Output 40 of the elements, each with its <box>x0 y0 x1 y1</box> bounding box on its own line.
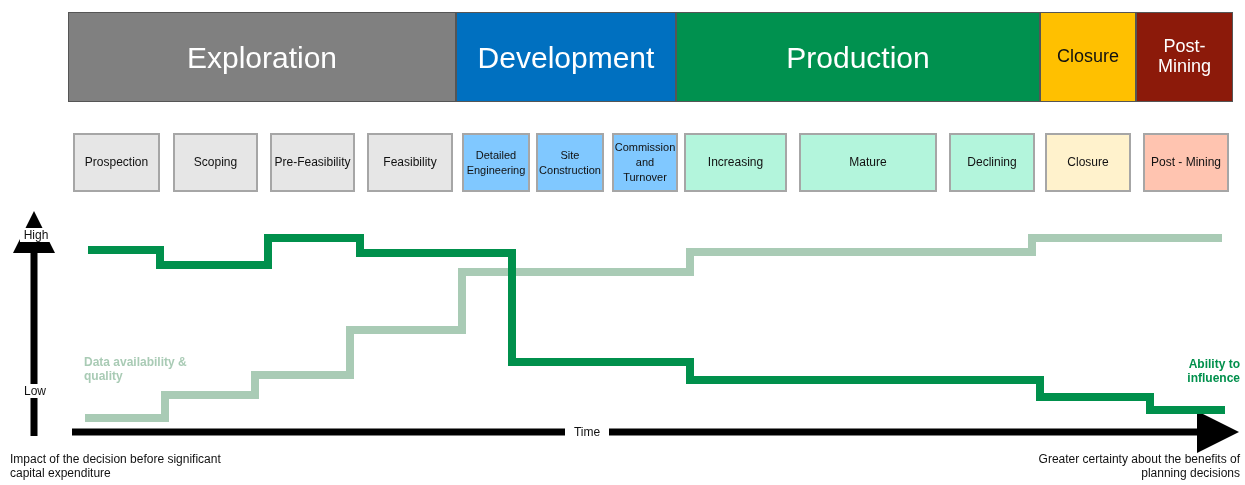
axis-note: Greater certainty about the benefits of planning decisions <box>1037 452 1240 480</box>
stage-box <box>1143 133 1229 192</box>
line-label: Ability to influence <box>1186 357 1240 385</box>
stage-label: Scoping <box>193 154 238 171</box>
stage-label: Closure <box>1067 154 1109 171</box>
stage-box <box>462 133 530 192</box>
stage-label: Mature <box>849 154 887 171</box>
stage-box <box>799 133 937 192</box>
phase-title: Development <box>477 40 655 74</box>
phase-band <box>1040 12 1136 102</box>
axis-label: High <box>20 228 52 242</box>
stage-box <box>949 133 1035 192</box>
axis-note: Impact of the decision before significant capital expenditure <box>10 452 222 480</box>
line-label: Data availability & quality <box>84 355 188 383</box>
stage-box <box>270 133 355 192</box>
phase-band <box>1136 12 1233 102</box>
stage-label: Site Construction <box>538 147 602 178</box>
stage-box <box>367 133 453 192</box>
phase-band <box>676 12 1040 102</box>
phase-title: Exploration <box>186 40 338 74</box>
stage-box <box>173 133 258 192</box>
stage-label: Post - Mining <box>1151 154 1221 171</box>
stage-label: Declining <box>967 154 1017 171</box>
phase-band <box>456 12 676 102</box>
stage-box <box>684 133 787 192</box>
stage-box <box>1045 133 1131 192</box>
stage-label: Increasing <box>707 154 764 171</box>
stage-label: Prospection <box>84 154 149 171</box>
phase-title: Post-Mining <box>1157 37 1212 77</box>
stage-label: Pre-Feasibility <box>274 154 351 171</box>
phase-title: Closure <box>1057 47 1119 67</box>
axis-label: Time <box>565 425 609 439</box>
stage-label: Feasibility <box>383 154 437 171</box>
stage-box <box>612 133 678 192</box>
phase-title: Production <box>786 40 930 74</box>
stage-label: Detailed Engineering <box>465 147 527 178</box>
stage-box <box>536 133 604 192</box>
phase-band <box>68 12 456 102</box>
stage-label: Commission and Turnover <box>614 140 676 185</box>
stage-box <box>73 133 160 192</box>
